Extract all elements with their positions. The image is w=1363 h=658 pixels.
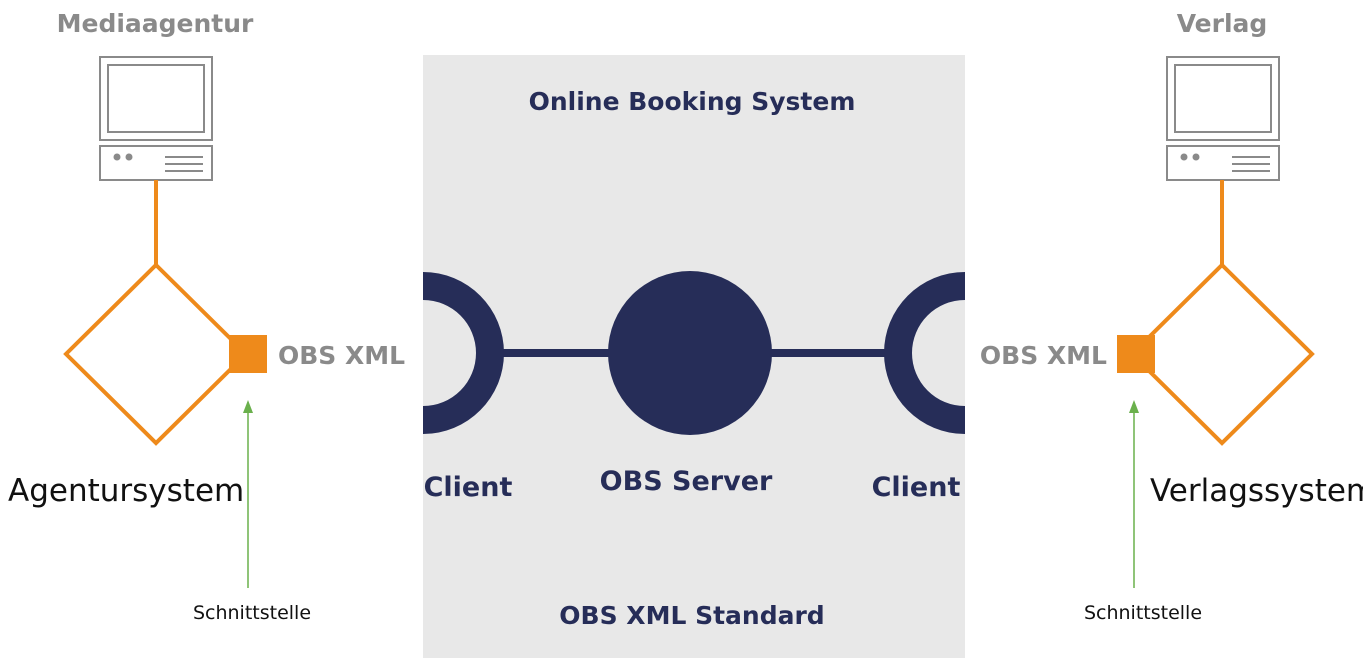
publisher-system-diamond: [1129, 262, 1315, 446]
client-right-shape: [884, 272, 965, 434]
right-interface-port: [1117, 335, 1155, 373]
server-label: OBS Server: [600, 466, 773, 497]
agency-system-diamond: [63, 262, 249, 446]
computer-icon: [99, 56, 213, 181]
client-left-label: Client: [424, 472, 513, 503]
client-left-shape: [423, 272, 504, 434]
client-right-label: Client: [872, 472, 961, 503]
right-interface-label: Schnittstelle: [1084, 602, 1202, 624]
left-system-label: Agentursystem: [8, 473, 244, 509]
left-party-title: Mediaagentur: [57, 9, 254, 38]
left-arrowhead: [243, 400, 253, 413]
left-obs-xml-label: OBS XML: [278, 341, 405, 370]
right-party-title: Verlag: [1177, 9, 1268, 38]
center-footer: OBS XML Standard: [559, 601, 824, 630]
computer-icon: [1166, 56, 1280, 181]
left-interface-port: [229, 335, 267, 373]
left-interface-label: Schnittstelle: [193, 602, 311, 624]
obs-server-node: [608, 271, 772, 435]
right-arrowhead: [1129, 400, 1139, 413]
right-obs-xml-label: OBS XML: [980, 341, 1107, 370]
center-title: Online Booking System: [529, 87, 856, 116]
right-system-label: Verlagssystem: [1150, 473, 1363, 509]
